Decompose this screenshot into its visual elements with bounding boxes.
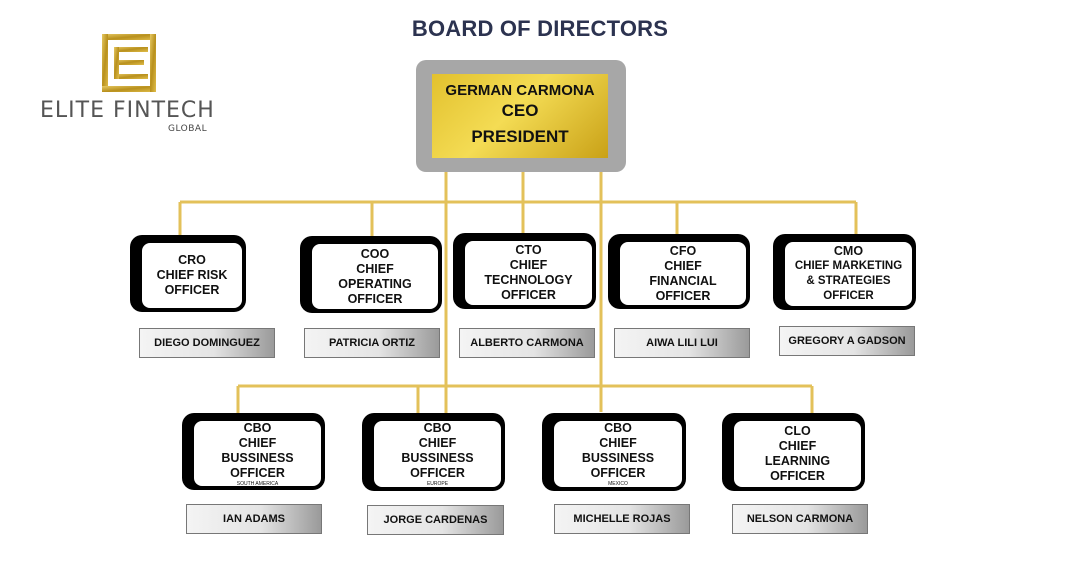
name-plate: AIWA LILI LUI: [614, 328, 750, 358]
role-title: CHIEF BUSSINESS OFFICER: [581, 436, 655, 480]
name-plate: IAN ADAMS: [186, 504, 322, 534]
role-region: MEXICO: [608, 481, 628, 487]
name-plate: DIEGO DOMINGUEZ: [139, 328, 275, 358]
ceo-box: GERMAN CARMONA CEO PRESIDENT: [432, 74, 608, 158]
name-plate: ALBERTO CARMONA: [459, 328, 595, 358]
role-region: EUROPE: [426, 481, 449, 487]
role-abbr: CTO: [515, 243, 542, 257]
role-abbr: CRO: [178, 253, 206, 267]
role-abbr: CBO: [243, 420, 272, 435]
logo-text: ELITE FINTECH: [40, 98, 215, 123]
role-abbr: CFO: [669, 243, 697, 258]
company-logo: ELITE FINTECH GLOBAL: [36, 32, 226, 142]
name-plate: GREGORY A GADSON: [779, 326, 915, 356]
role-abbr: CBO: [423, 421, 452, 435]
ceo-role: CEO: [501, 101, 539, 120]
page-title: BOARD OF DIRECTORS: [411, 16, 669, 41]
role-title: CHIEF FINANCIAL OFFICER: [649, 258, 717, 303]
role-title: CHIEF BUSSINESS OFFICER: [221, 435, 294, 480]
role-abbr: CMO: [833, 244, 864, 258]
name-plate: NELSON CARMONA: [732, 504, 868, 534]
name-plate: JORGE CARDENAS: [367, 505, 504, 535]
logo-subtext: GLOBAL: [168, 124, 208, 134]
role-abbr: COO: [360, 246, 390, 261]
role-box-cmo: CMO CHIEF MARKETING & STRATEGIES OFFICER: [773, 234, 916, 310]
name-plate: PATRICIA ORTIZ: [304, 328, 440, 358]
name-plate: MICHELLE ROJAS: [554, 504, 690, 534]
ceo-title: PRESIDENT: [471, 127, 569, 146]
role-title: CHIEF OPERATING OFFICER: [338, 261, 412, 306]
role-title: CHIEF TECHNOLOGY OFFICER: [484, 258, 573, 302]
role-abbr: CLO: [784, 424, 811, 438]
role-title: CHIEF MARKETING & STRATEGIES OFFICER: [794, 260, 903, 302]
role-title: CHIEF BUSSINESS OFFICER: [401, 436, 474, 480]
role-title: CHIEF RISK OFFICER: [156, 268, 228, 297]
logo-mark-icon: [102, 34, 156, 92]
role-region: SOUTH AMERICA: [236, 480, 279, 487]
ceo-name: GERMAN CARMONA: [445, 82, 595, 99]
role-abbr: CBO: [604, 421, 632, 435]
role-title: CHIEF LEARNING OFFICER: [764, 439, 831, 483]
